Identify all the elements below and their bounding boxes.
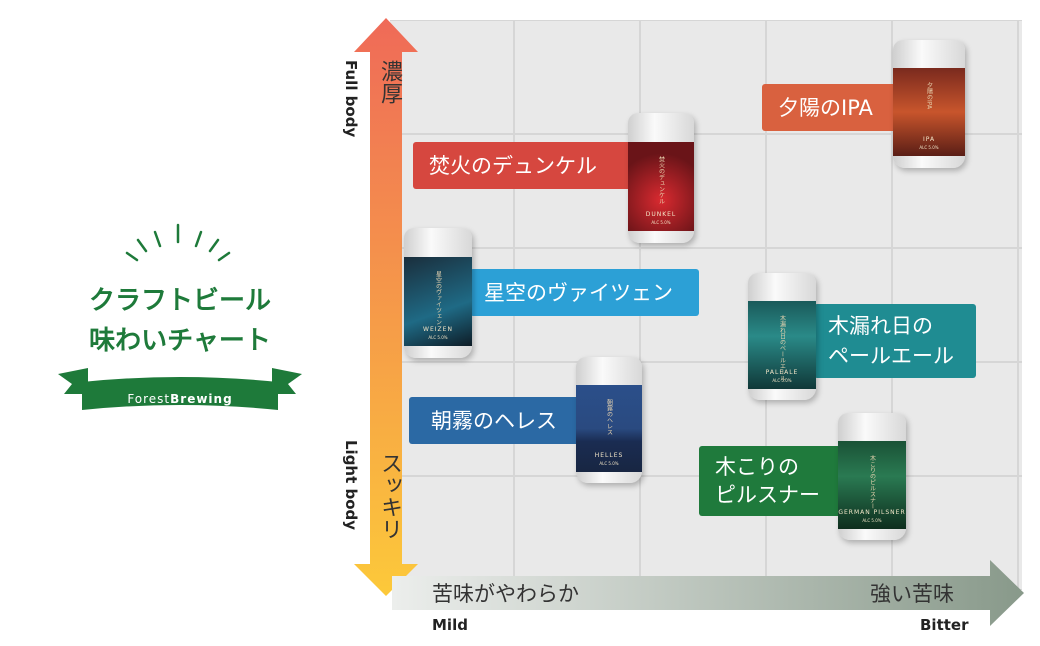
beer-label-helles: 朝霧のヘレス — [409, 397, 581, 444]
y-top-jp: 濃厚 — [377, 60, 402, 104]
y-bottom-jp: スッキリ — [377, 452, 402, 540]
x-right-jp: 強い苦味 — [870, 582, 954, 606]
beer-name-line2: ペールエール — [828, 344, 954, 368]
can-jp-name: 朝霧のヘレス — [605, 398, 613, 435]
can-style: WEIZEN — [423, 326, 453, 334]
body-axis-arrow — [354, 18, 418, 596]
y-bottom-en: Light body — [342, 440, 360, 531]
can-abv: ALC 5.0% — [599, 460, 619, 466]
brand-forest: Forest — [127, 392, 171, 406]
can-abv: ALC 5.0% — [428, 335, 448, 341]
can-jp-name: 木こりのピルスナー — [868, 454, 876, 509]
logo-title-1: クラフトビール — [88, 286, 271, 316]
brand-name: ForestBrewing — [50, 392, 310, 406]
beer-name: 朝霧のヘレス — [431, 408, 557, 433]
logo-title-2: 味わいチャート — [89, 326, 271, 356]
can-abv: ALC 5.0% — [862, 517, 882, 523]
x-right-en: Bitter — [920, 616, 969, 634]
beer-name-line1: 木漏れ日の — [828, 314, 933, 338]
x-left-jp: 苦味がやわらか — [432, 582, 579, 606]
can-abv: ALC 5.0% — [772, 377, 792, 383]
brand-brewing: Brewing — [170, 392, 233, 406]
can-style: HELLES — [594, 451, 624, 459]
beer-name: 夕陽のIPA — [778, 95, 873, 120]
beer-label-weizen: 星空のヴァイツェン — [470, 269, 699, 316]
brand-logo: クラフトビール 味わいチャート ForestBrewing — [50, 220, 310, 420]
beer-name: 焚火のデュンケル — [429, 153, 597, 178]
x-left-en: Mild — [432, 616, 468, 634]
can-style: PALEALE — [765, 368, 799, 376]
can-style: DUNKEL — [645, 211, 677, 219]
beer-label-paleale: 木漏れ日のペールエール — [814, 304, 976, 378]
beer-label-ipa: 夕陽のIPA — [762, 84, 896, 131]
sunburst-icon — [125, 223, 231, 262]
y-top-en: Full body — [342, 60, 360, 138]
can-style: GERMAN PILSNER — [838, 508, 906, 516]
beer-name: 星空のヴァイツェン — [484, 280, 673, 305]
beer-label-pilsner: 木こりのピルスナー — [699, 446, 843, 516]
beer-name-line1: 木こりの — [715, 455, 799, 479]
ribbon-banner — [58, 368, 302, 410]
beer-label-dunkel: 焚火のデュンケル — [413, 142, 631, 189]
can-abv: ALC 5.0% — [919, 145, 939, 151]
can-jp-name: 夕陽のIPA — [925, 82, 933, 110]
can-abv: ALC 5.0% — [651, 220, 671, 226]
beer-name-line2: ピルスナー — [715, 483, 820, 507]
can-jp-name: 焚火のデュンケル — [657, 155, 665, 204]
bitterness-axis-arrow — [392, 560, 1024, 626]
can-jp-name: 星空のヴァイツェン — [434, 270, 442, 325]
can-jp-name: 木漏れ日のペールエール — [778, 314, 786, 381]
can-style: IPA — [922, 136, 936, 144]
